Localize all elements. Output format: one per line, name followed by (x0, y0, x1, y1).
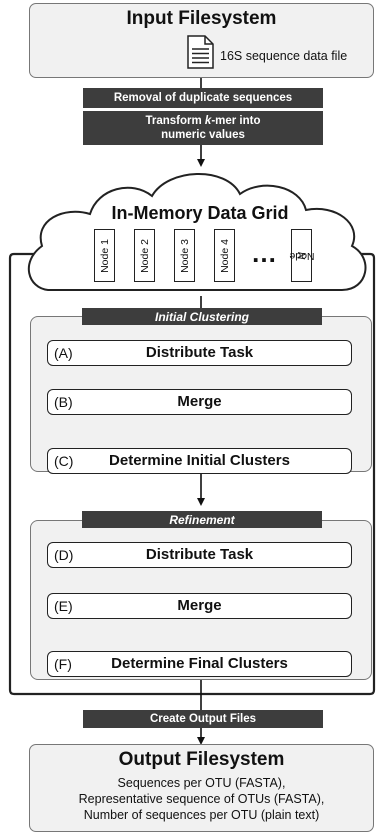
step-d-distribute-task: (D) Distribute Task (47, 542, 352, 568)
output-filesystem-box: Output Filesystem Sequences per OTU (FAS… (29, 744, 374, 832)
removal-duplicates-bar: Removal of duplicate sequences (83, 88, 323, 108)
step-a-distribute-task: (A) Distribute Task (47, 340, 352, 366)
step-b-merge: (B) Merge (47, 389, 352, 415)
transform-kmer-line2: numeric values (161, 129, 245, 141)
grid-node-2: Node 2 (134, 229, 155, 282)
step-f-determine-final-clusters: (F) Determine Final Clusters (47, 651, 352, 677)
refinement-header: Refinement (82, 511, 322, 528)
create-output-files-bar: Create Output Files (83, 710, 323, 728)
input-file-label: 16S sequence data file (220, 49, 348, 63)
grid-node-4: Node 4 (214, 229, 235, 282)
data-grid-title: In-Memory Data Grid (111, 203, 289, 223)
transform-kmer-line1: Transform k-mer into (145, 115, 261, 127)
document-icon (187, 35, 214, 69)
input-filesystem-box: Input Filesystem 16S sequence data file (29, 3, 374, 78)
step-c-determine-initial-clusters: (C) Determine Initial Clusters (47, 448, 352, 474)
output-line-3: Number of sequences per OTU (plain text) (83, 808, 320, 822)
initial-clustering-header: Initial Clustering (82, 308, 322, 325)
grid-node-3: Node 3 (174, 229, 195, 282)
step-e-merge: (E) Merge (47, 593, 352, 619)
output-line-2: Representative sequence of OTUs (FASTA), (78, 792, 325, 806)
grid-node-n: Node N (289, 229, 314, 282)
input-filesystem-title: Input Filesystem (126, 8, 277, 29)
output-line-1: Sequences per OTU (FASTA), (117, 776, 286, 790)
output-filesystem-title: Output Filesystem (118, 749, 285, 770)
grid-node-ellipsis: … (251, 238, 277, 268)
grid-node-1: Node 1 (94, 229, 115, 282)
removal-duplicates-label: Removal of duplicate sequences (113, 92, 293, 104)
transform-kmer-bar: Transform k-mer into numeric values (83, 111, 323, 145)
